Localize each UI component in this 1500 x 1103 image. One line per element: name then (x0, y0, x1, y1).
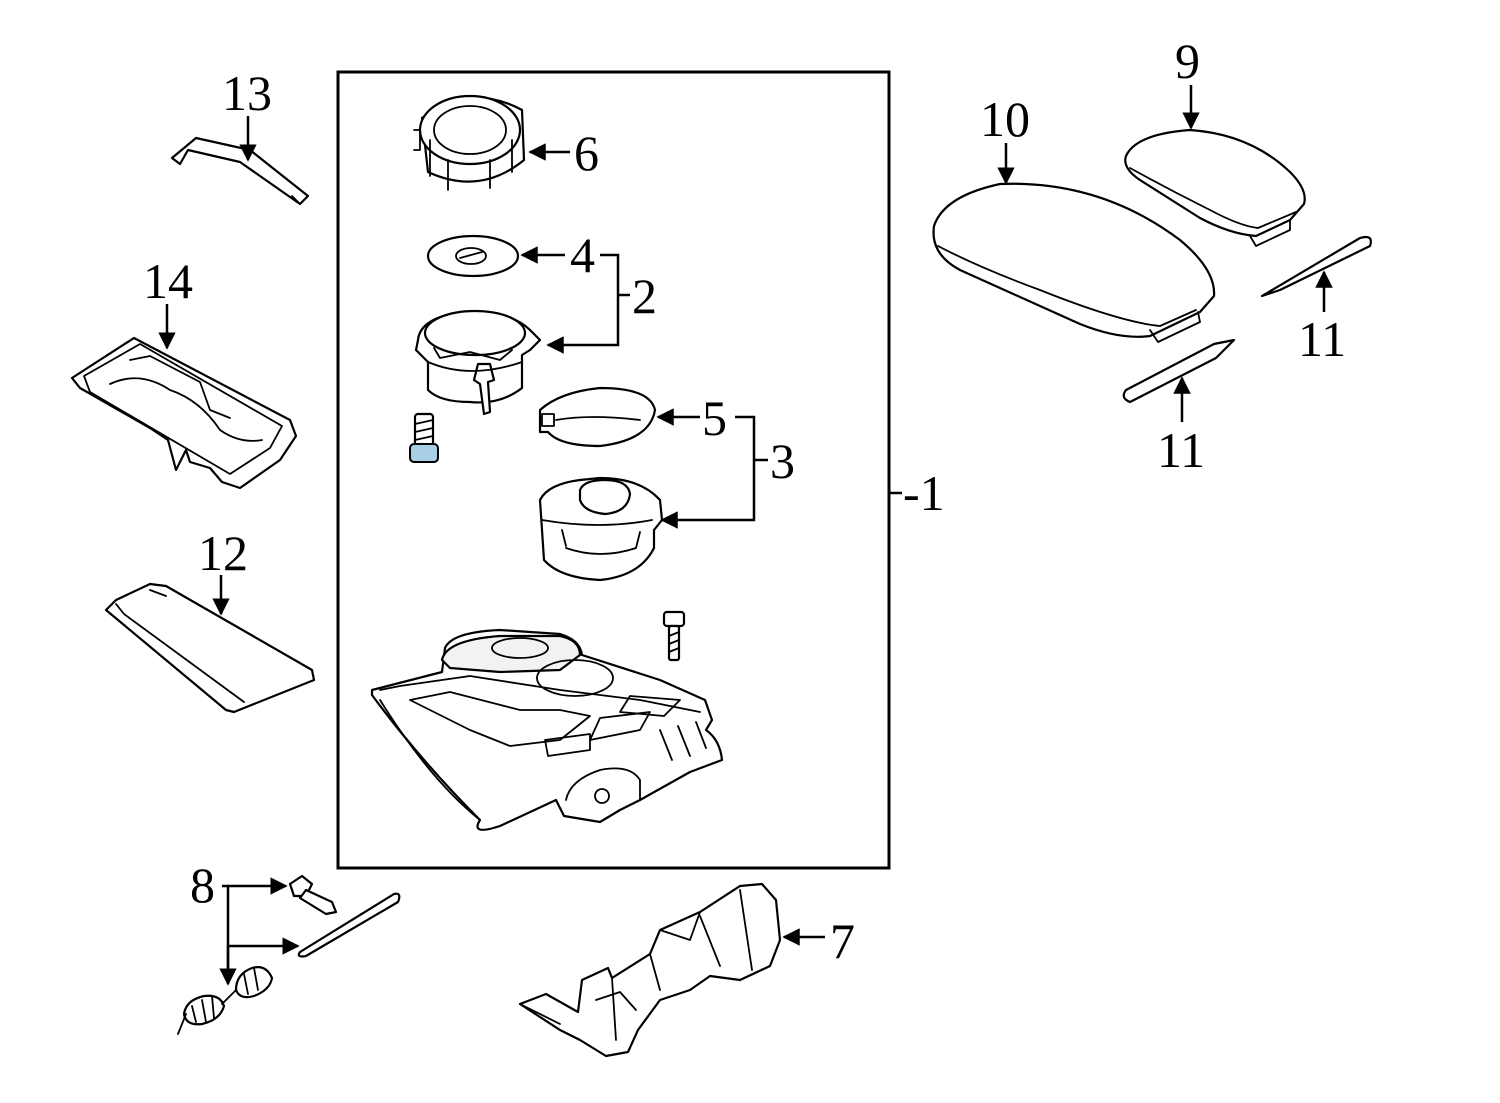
callout-8: 8 (190, 857, 215, 913)
callout-10: 10 (980, 91, 1030, 147)
leader-lines (158, 85, 1333, 986)
callout-14: 14 (143, 253, 193, 309)
part-3-cup-housing[interactable] (538, 476, 664, 582)
callout-13: 13 (222, 65, 272, 121)
callout-11-right: 11 (1298, 311, 1346, 367)
part-11-pin-right[interactable] (1260, 235, 1372, 298)
part-11-pin-left[interactable] (1122, 338, 1236, 404)
part-10-armrest-pad[interactable] (932, 182, 1216, 343)
part-8-bolt[interactable] (288, 874, 338, 916)
callout-7: 7 (830, 913, 855, 969)
part-9-armrest-pad[interactable] (1124, 128, 1306, 247)
part-12-pad[interactable] (104, 582, 316, 714)
part-1-console-base[interactable] (370, 628, 724, 831)
part-8-spring[interactable] (177, 966, 274, 1035)
assembly-frame (336, 70, 891, 870)
callout-4: 4 (570, 227, 595, 283)
part-14-tray[interactable] (70, 336, 298, 490)
screw[interactable] (662, 610, 686, 662)
callout-1: -1 (903, 465, 945, 521)
callout-11-left: 11 (1157, 422, 1205, 478)
part-13-strip[interactable] (170, 136, 310, 206)
callout-3: 3 (770, 433, 795, 489)
callout-6: 6 (574, 125, 599, 181)
part-5-flap[interactable] (538, 386, 657, 448)
highlighted-bolt[interactable] (409, 412, 439, 463)
part-7-bracket[interactable] (518, 882, 782, 1058)
callout-2: 2 (632, 268, 657, 324)
part-2-cup-insert[interactable] (414, 309, 542, 416)
part-8-rod[interactable] (297, 892, 401, 958)
callout-12: 12 (198, 525, 248, 581)
part-6-ring-cap[interactable] (413, 94, 526, 191)
callout-5: 5 (702, 390, 727, 446)
part-4-disc[interactable] (426, 234, 520, 278)
callout-9: 9 (1175, 33, 1200, 89)
